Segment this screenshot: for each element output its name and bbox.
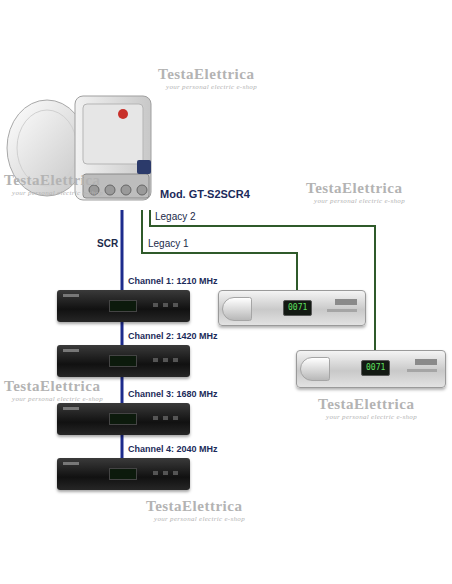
front-button <box>153 303 158 307</box>
front-button <box>163 358 168 362</box>
watermark: your personal electric e-shop <box>12 189 103 197</box>
front-display: 0071 <box>283 300 312 316</box>
cable-label: Legacy 1 <box>148 238 189 249</box>
lnb-side-port <box>137 160 151 174</box>
watermark: TestaElettrica <box>4 378 100 395</box>
front-button <box>153 358 158 362</box>
brand-strip <box>327 309 357 312</box>
front-wing <box>222 297 252 321</box>
front-display <box>109 300 137 312</box>
display-text: 0071 <box>288 303 307 313</box>
scr-receiver: Channel 2: 1420 MHz <box>57 345 190 377</box>
legacy-receiver: 0071 <box>218 290 366 326</box>
watermark: TestaElettrica <box>306 180 402 197</box>
node-label: Channel 2: 1420 MHz <box>128 331 218 341</box>
node-label: Channel 4: 2040 MHz <box>128 444 218 454</box>
legacy-receiver: 0071 <box>296 350 446 388</box>
cable-label: Legacy 2 <box>155 211 196 222</box>
front-display: 0071 <box>361 360 390 376</box>
front-badge <box>63 462 79 465</box>
watermark: your personal electric e-shop <box>154 515 245 523</box>
front-wing <box>300 357 330 381</box>
scr-receiver: Channel 1: 1210 MHz <box>57 290 190 322</box>
front-display <box>109 355 137 367</box>
display-text: 0071 <box>366 363 385 373</box>
cable-label: SCR <box>97 238 118 249</box>
cable <box>121 377 124 403</box>
front-button <box>173 358 178 362</box>
cable <box>121 435 124 458</box>
front-button <box>173 416 178 420</box>
front-display <box>109 413 137 425</box>
cable <box>121 322 124 345</box>
watermark: your personal electric e-shop <box>12 395 103 403</box>
scr-receiver: Channel 4: 2040 MHz <box>57 458 190 490</box>
front-button <box>153 471 158 475</box>
lnb-port <box>137 185 147 195</box>
front-display <box>109 468 137 480</box>
front-button <box>173 471 178 475</box>
brand-mark <box>415 359 437 365</box>
watermark: TestaElettrica <box>158 66 254 83</box>
lnb-sticker <box>118 109 128 119</box>
front-badge <box>63 407 79 410</box>
brand-strip <box>407 369 437 372</box>
lnb-panel <box>83 104 143 164</box>
front-button <box>153 416 158 420</box>
cable <box>121 210 124 290</box>
watermark: your personal electric e-shop <box>326 413 417 421</box>
front-badge <box>63 349 79 352</box>
watermark: your personal electric e-shop <box>166 83 257 91</box>
watermark: TestaElettrica <box>146 498 242 515</box>
front-badge <box>63 294 79 297</box>
node-label: Mod. GT-S2SCR4 <box>160 188 250 200</box>
front-button <box>163 416 168 420</box>
front-button <box>163 471 168 475</box>
lnb-port <box>105 185 115 195</box>
node-label: Channel 1: 1210 MHz <box>128 276 218 286</box>
brand-mark <box>335 299 357 305</box>
lnb-port <box>121 185 131 195</box>
watermark: your personal electric e-shop <box>314 197 405 205</box>
front-button <box>173 303 178 307</box>
watermark: TestaElettrica <box>4 172 100 189</box>
scr-receiver: Channel 3: 1680 MHz <box>57 403 190 435</box>
node-label: Channel 3: 1680 MHz <box>128 389 218 399</box>
front-button <box>163 303 168 307</box>
watermark: TestaElettrica <box>318 396 414 413</box>
